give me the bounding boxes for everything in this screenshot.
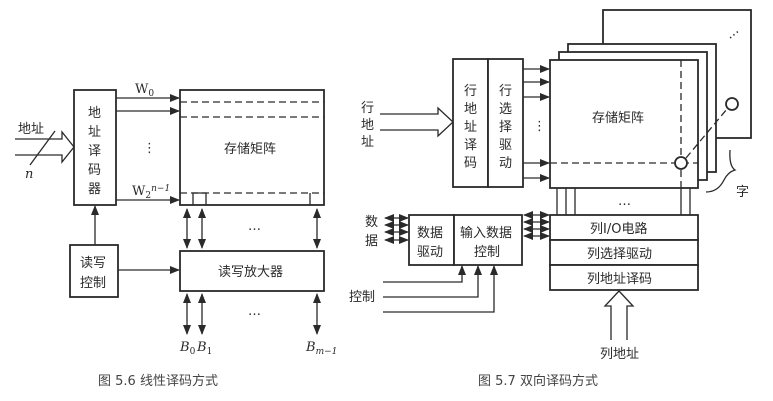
svg-text:译: 译 [88,144,101,159]
w0-label: W0 [135,82,154,99]
b0-label: B0 [179,340,196,357]
column-driver-box [549,239,699,266]
storage-matrix-label: 存储矩阵 [224,142,276,157]
row-lines-vdots: ⋮ [533,119,546,134]
storage-matrix-plane-front [549,59,699,189]
control-line-3 [383,265,498,313]
svg-text:择: 择 [499,120,512,135]
data-driver-label-1: 数据 [417,226,443,241]
w-last-label: W2n−1 [132,184,170,201]
storage-matrix-box [179,89,325,206]
svg-text:动: 动 [499,156,512,171]
svg-text:址: 址 [464,120,477,135]
figure-5-6: 地址 n 地 址 译 码 器 W0 W2n−1 ⋮ 存储矩阵 … [15,82,337,389]
storage-matrix-label-2: 存储矩阵 [592,111,644,126]
control-line-1 [383,265,466,283]
column-address-arrow [603,290,635,340]
svg-text:驱: 驱 [499,138,512,153]
rw-amplifier-label: 读写放大器 [218,265,283,280]
svg-text:译: 译 [464,138,477,153]
column-io-label: 列I/O电路 [590,221,647,237]
cell-circle-front [674,156,688,170]
control-label: 控制 [349,290,375,305]
word-brace [705,149,737,193]
data-driver-label-2: 驱动 [417,245,443,260]
rw-control-box [69,244,119,298]
column-decoder-label: 列地址译码 [587,272,652,287]
row-address-arrow [380,106,454,138]
svg-text:址: 址 [88,125,101,140]
row-address-label-2: 地 [361,118,374,133]
svg-text:行: 行 [499,84,512,99]
svg-text:码: 码 [464,156,477,171]
column-driver-label: 列选择驱动 [587,247,652,262]
column-address-label: 列地址 [600,347,639,362]
bm-label: Bm−1 [305,340,337,357]
rw-control-label-1: 读写 [80,256,106,271]
svg-text:地: 地 [464,102,477,117]
word-lines-vdots: ⋮ [143,141,156,156]
row-driver-label: 行 选 择 驱 动 [499,84,512,171]
svg-text:选: 选 [499,102,512,117]
figure-5-7: 行 地 址 行 地 址 译 码 行 选 择 驱 动 … 存储矩阵 [349,9,752,389]
column-decoder-box [549,264,699,291]
word-label: 字 [736,185,749,200]
rw-control-label-2: 控制 [80,276,106,291]
data-label-2: 据 [365,234,378,249]
control-line-2 [383,265,482,298]
b1-label: B1 [196,340,212,357]
rw-amplifier-box [179,250,325,292]
input-control-label-1: 输入数据 [460,225,512,241]
cell-circle-back [725,97,739,111]
figure-5-7-caption: 图 5.7 双向译码方式 [478,373,598,389]
input-data-control-box [453,214,523,266]
figure-5-6-caption: 图 5.6 线性译码方式 [98,373,218,389]
row-address-label-3: 址 [361,135,374,150]
input-control-label-2: 控制 [474,245,500,260]
bit-lines-ellipsis: … [248,304,261,319]
data-label-1: 数 [365,215,378,230]
address-decoder-label: 地 址 译 码 器 [88,106,101,197]
svg-text:行: 行 [464,84,477,99]
links-ellipsis: … [248,219,261,234]
data-driver-box [408,214,455,266]
address-label: 地址 [18,122,44,137]
address-decoder-box [73,89,117,206]
row-address-label-1: 行 [361,101,374,116]
bus-width-label: n [25,167,33,182]
row-decoder-label: 行 地 址 译 码 [464,84,477,171]
svg-text:地: 地 [88,106,101,121]
column-stub [192,192,207,205]
svg-text:器: 器 [88,182,101,197]
column-lines-ellipsis: … [618,194,631,209]
svg-text:码: 码 [88,163,101,178]
row-driver-box [487,58,524,188]
